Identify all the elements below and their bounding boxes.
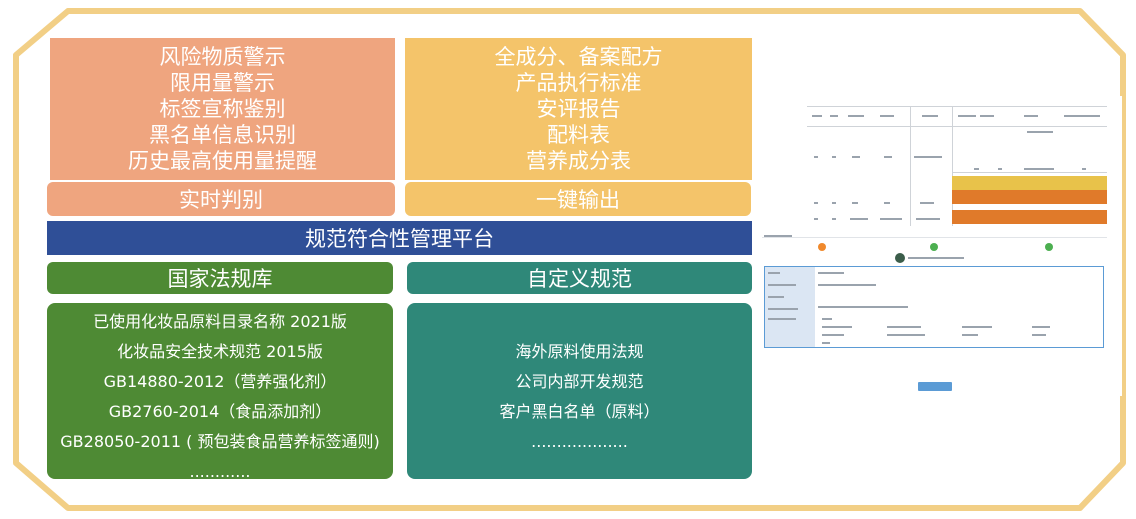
frame-outline [13, 8, 1126, 511]
alert-row [952, 210, 1107, 224]
custom-standards-list: 海外原料使用法规 公司内部开发规范 客户黑白名单（原料） ...........… [407, 303, 752, 479]
body-text [1032, 326, 1050, 328]
body-text [832, 156, 836, 158]
one-click-export-label: 一键输出 [405, 182, 751, 216]
logo-icon [895, 253, 905, 263]
body-text [814, 156, 818, 158]
national-regulations-list: 已使用化妆品原料目录名称 2021版 化妆品安全技术规范 2015版 GB148… [47, 303, 393, 481]
output-item: 配料表 [547, 123, 610, 147]
custom-item: 公司内部开发规范 [515, 372, 644, 391]
body-text [818, 284, 876, 286]
form-label-column [765, 267, 815, 347]
body-text [920, 202, 934, 204]
body-text [887, 326, 921, 328]
body-text [962, 326, 992, 328]
table-rule [952, 106, 953, 226]
table-rule [807, 106, 1107, 107]
regulation-item: GB28050-2011 ( 预包装食品营养标签通则) [60, 432, 380, 451]
regulation-item: 已使用化妆品原料目录名称 2021版 [93, 312, 347, 331]
body-text [822, 342, 830, 344]
output-item: 营养成分表 [526, 149, 631, 173]
platform-title: 规范符合性管理平台 [47, 221, 752, 255]
body-text [768, 296, 784, 298]
body-text [884, 156, 892, 158]
output-item: 产品执行标准 [515, 71, 642, 95]
form-panel [764, 266, 1104, 348]
body-text [832, 218, 836, 220]
national-regulations-label: 国家法规库 [47, 262, 393, 294]
step-divider [762, 237, 1107, 238]
body-text [887, 334, 925, 336]
body-text [768, 284, 796, 286]
warning-row [952, 176, 1107, 190]
header-text [812, 115, 822, 117]
regulation-item: GB2760-2014（食品添加剂） [108, 402, 332, 421]
body-text [764, 235, 792, 237]
body-text [822, 326, 852, 328]
body-text [1082, 168, 1086, 170]
body-text [1024, 168, 1054, 170]
risk-item: 风险物质警示 [159, 45, 286, 69]
body-text [916, 218, 940, 220]
submit-button[interactable] [918, 382, 952, 391]
realtime-judgment-label: 实时判别 [47, 182, 395, 216]
regulation-item: 化妆品安全技术规范 2015版 [117, 342, 323, 361]
step-dot-orange [818, 243, 826, 251]
body-text [908, 257, 964, 259]
body-text [818, 272, 844, 274]
body-text [998, 168, 1002, 170]
header-text [848, 115, 864, 117]
software-screenshot [762, 96, 1122, 396]
body-text [822, 318, 832, 320]
body-text [822, 334, 844, 336]
body-text [914, 156, 942, 158]
step-dot-green [930, 243, 938, 251]
body-text [818, 306, 908, 308]
risk-item: 限用量警示 [170, 71, 275, 95]
header-text [980, 115, 994, 117]
risk-item: 黑名单信息识别 [149, 123, 296, 147]
body-text [852, 156, 860, 158]
table-rule [807, 126, 1107, 127]
body-text [850, 218, 868, 220]
body-text [768, 318, 796, 320]
risk-item: 标签宣称鉴别 [159, 97, 286, 121]
risk-features-box: 风险物质警示 限用量警示 标签宣称鉴别 黑名单信息识别 历史最高使用量提醒 [50, 38, 395, 180]
table-rule [952, 172, 1107, 173]
body-text [768, 272, 780, 274]
table-rule [910, 106, 911, 226]
header-text [958, 115, 976, 117]
header-text [1024, 115, 1038, 117]
custom-item: ................... [531, 432, 628, 451]
output-documents-box: 全成分、备案配方 产品执行标准 安评报告 配料表 营养成分表 [405, 38, 752, 180]
regulation-item: ............ [189, 462, 251, 481]
step-dot-green [1045, 243, 1053, 251]
body-text [962, 334, 978, 336]
output-item: 全成分、备案配方 [494, 45, 663, 69]
header-text [1064, 115, 1100, 117]
body-text [1027, 131, 1053, 133]
body-text [974, 168, 979, 170]
body-text [832, 202, 836, 204]
body-text [814, 202, 818, 204]
body-text [884, 202, 890, 204]
risk-item: 历史最高使用量提醒 [128, 149, 317, 173]
body-text [814, 218, 818, 220]
alert-row [952, 190, 1107, 204]
body-text [768, 308, 798, 310]
header-text [922, 115, 938, 117]
body-text [852, 202, 858, 204]
custom-standards-label: 自定义规范 [407, 262, 752, 294]
custom-item: 客户黑白名单（原料） [499, 402, 660, 421]
header-text [880, 115, 894, 117]
custom-item: 海外原料使用法规 [515, 342, 644, 361]
body-text [1032, 334, 1046, 336]
header-text [830, 115, 838, 117]
output-item: 安评报告 [536, 97, 621, 121]
body-text [880, 218, 902, 220]
regulation-item: GB14880-2012（营养强化剂） [103, 372, 337, 391]
